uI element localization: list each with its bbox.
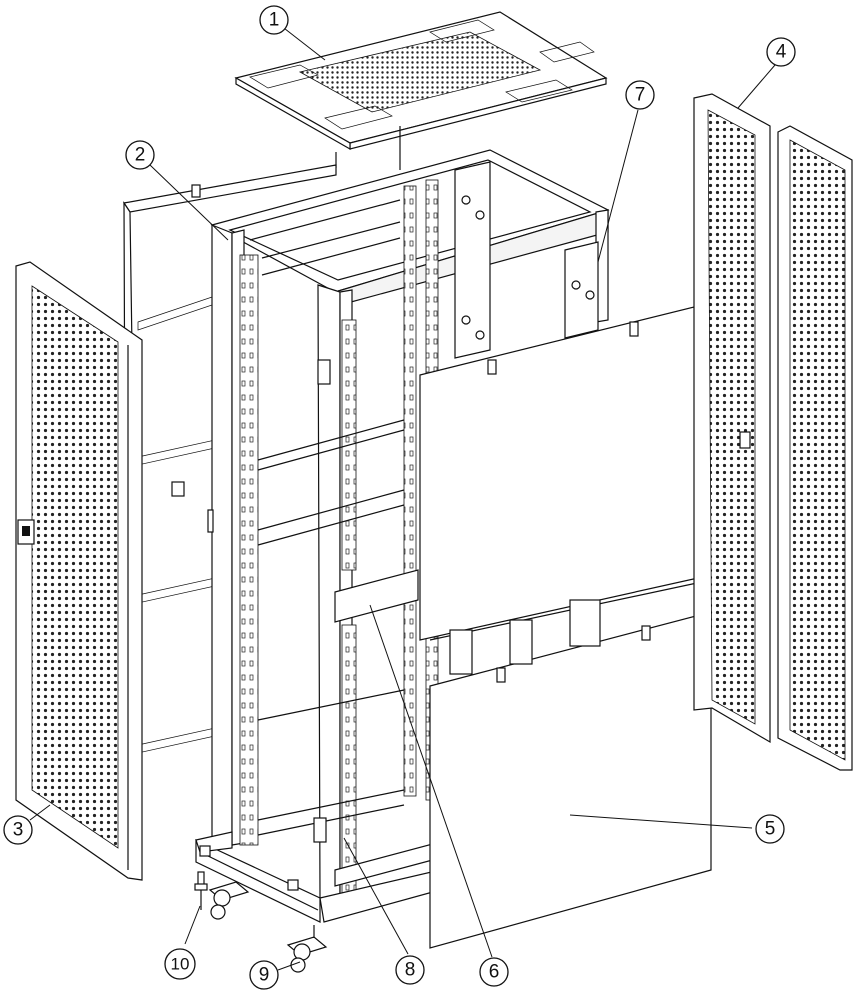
rear-perforated-door (693, 93, 853, 771)
front-perforated-door (15, 261, 143, 881)
rack-frame (195, 149, 610, 923)
callout-5-label: 5 (765, 819, 776, 840)
callout-7: 7 (625, 80, 655, 110)
lower-side-panel (429, 579, 712, 949)
callout-7-label: 7 (635, 85, 646, 106)
callout-8-label: 8 (405, 960, 416, 981)
callout-1-label: 1 (269, 10, 280, 31)
callout-6: 6 (479, 957, 509, 987)
callout-3-label: 3 (13, 820, 24, 841)
callout-3: 3 (3, 815, 33, 845)
callout-9: 9 (249, 960, 279, 990)
callout-6-label: 6 (489, 962, 500, 983)
callout-2-label: 2 (135, 145, 146, 166)
callout-10: 10 (164, 948, 196, 980)
leveling-foot (194, 871, 208, 910)
callout-8: 8 (395, 955, 425, 985)
caster-wheel (208, 881, 328, 973)
callout-4: 4 (766, 37, 796, 67)
callout-9-label: 9 (259, 965, 270, 986)
callout-2: 2 (125, 140, 155, 170)
callout-1: 1 (259, 5, 289, 35)
callout-10-label: 10 (171, 955, 190, 974)
leader-lines (29, 24, 776, 971)
top-cover (234, 11, 608, 170)
callout-5: 5 (755, 814, 785, 844)
callout-4-label: 4 (776, 42, 787, 63)
